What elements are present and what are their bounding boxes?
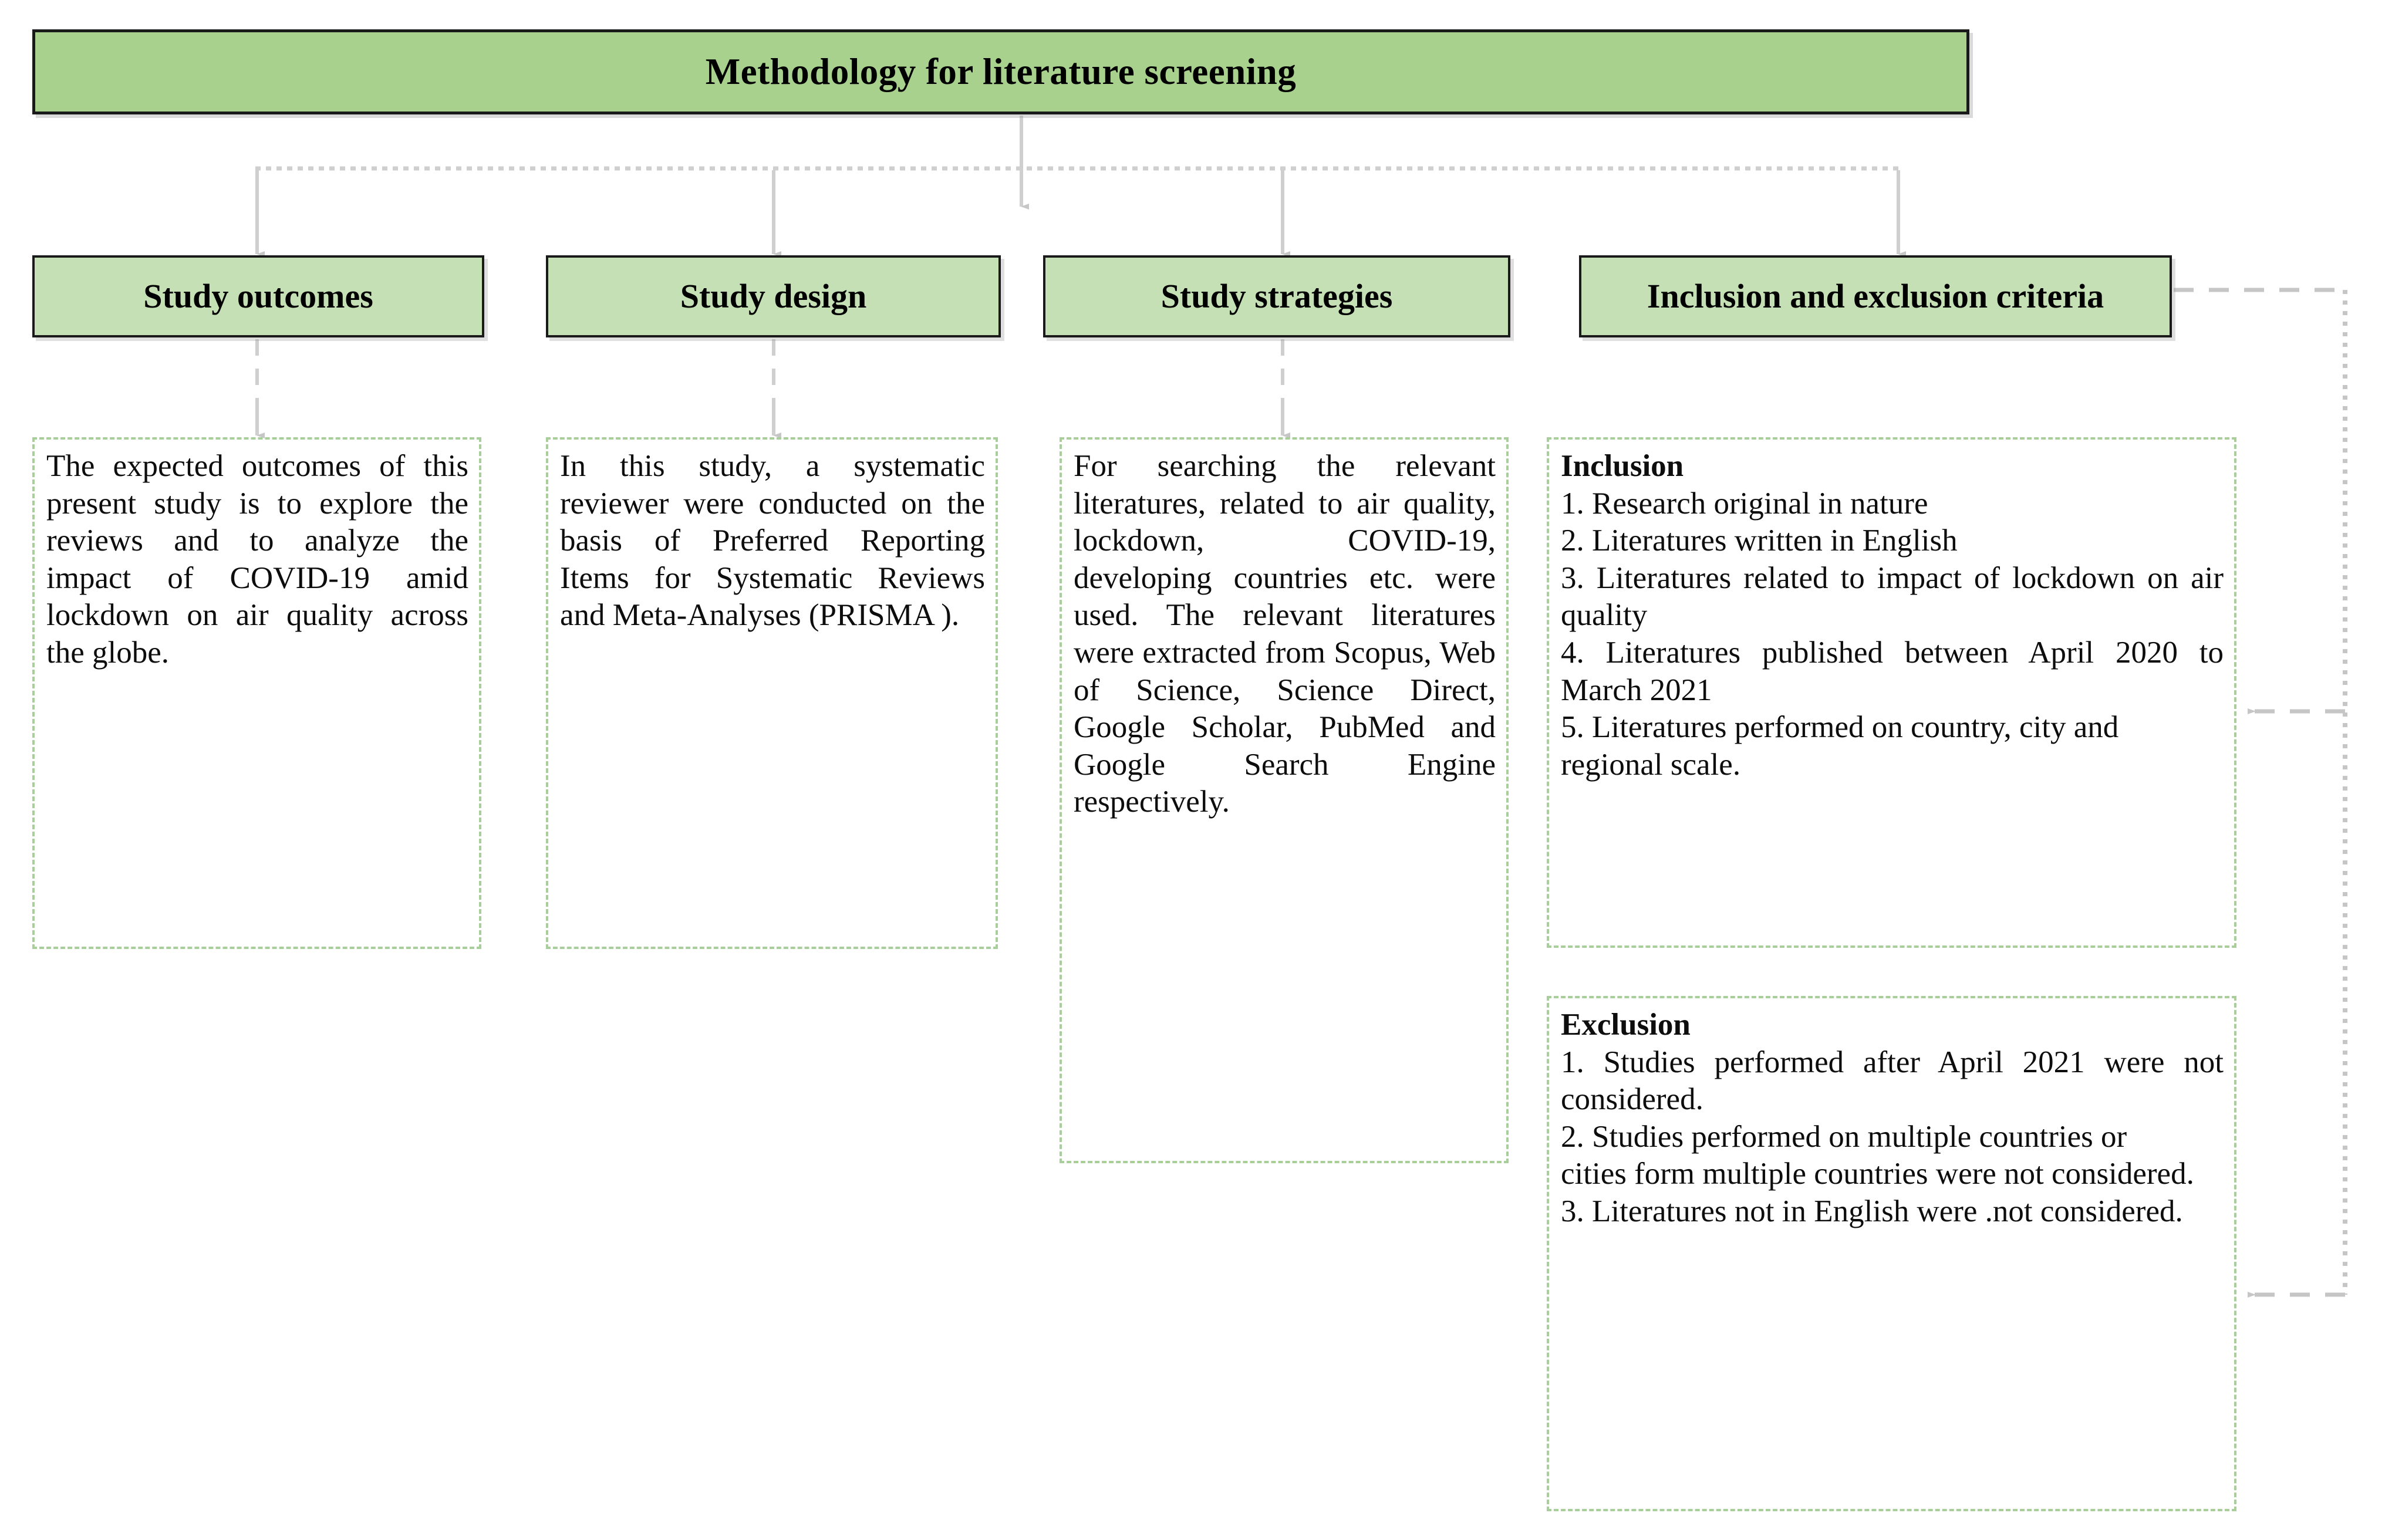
panel-exclusion-criteria: Exclusion 1. Studies performed after Apr… <box>1547 996 2236 1511</box>
category-box-study-strategies[interactable]: Study strategies <box>1043 255 1510 337</box>
panel-inclusion-criteria: Inclusion 1. Research original in nature… <box>1547 437 2236 948</box>
panel-heading-exclusion: Exclusion <box>1561 1008 1691 1042</box>
panel-study-design: In this study, a systematic reviewer wer… <box>546 437 998 949</box>
list-item: cities form multiple countries were not … <box>1561 1157 2194 1191</box>
panel-study-outcomes: The expected outcomes of this present st… <box>32 437 481 949</box>
category-label: Study design <box>680 277 867 315</box>
list-item: 3. Literatures related to impact of lock… <box>1561 560 2224 633</box>
page-title: Methodology for literature screening <box>705 51 1297 92</box>
panel-body-text: In this study, a systematic reviewer wer… <box>560 449 985 633</box>
category-label: Study strategies <box>1160 277 1393 315</box>
list-item: 3. Literatures not in English were .not … <box>1561 1194 2183 1228</box>
list-item: 1. Research original in nature <box>1561 486 1928 521</box>
panel-study-strategies: For searching the relevant literatures, … <box>1060 437 1509 1163</box>
category-label: Inclusion and exclusion criteria <box>1647 277 2104 315</box>
category-box-inclusion-exclusion-criteria[interactable]: Inclusion and exclusion criteria <box>1579 255 2172 337</box>
category-box-study-design[interactable]: Study design <box>546 255 1001 337</box>
inclusion-criteria-list: 1. Research original in nature 2. Litera… <box>1561 485 2224 784</box>
list-item: 1. Studies performed after April 2021 we… <box>1561 1045 2224 1117</box>
list-item: 2. Literatures written in English <box>1561 524 1958 558</box>
exclusion-criteria-list: 1. Studies performed after April 2021 we… <box>1561 1044 2224 1231</box>
panel-body-text: For searching the relevant literatures, … <box>1074 449 1496 819</box>
category-box-study-outcomes[interactable]: Study outcomes <box>32 255 484 337</box>
list-item: 4. Literatures published between April 2… <box>1561 635 2224 707</box>
list-item: 2. Studies performed on multiple countri… <box>1561 1119 2127 1154</box>
list-item: 5. Literatures performed on country, cit… <box>1561 710 2119 782</box>
category-label: Study outcomes <box>143 277 373 315</box>
panel-heading-inclusion: Inclusion <box>1561 449 1684 483</box>
header-banner: Methodology for literature screening <box>32 29 1969 114</box>
panel-body-text: The expected outcomes of this present st… <box>46 449 468 670</box>
